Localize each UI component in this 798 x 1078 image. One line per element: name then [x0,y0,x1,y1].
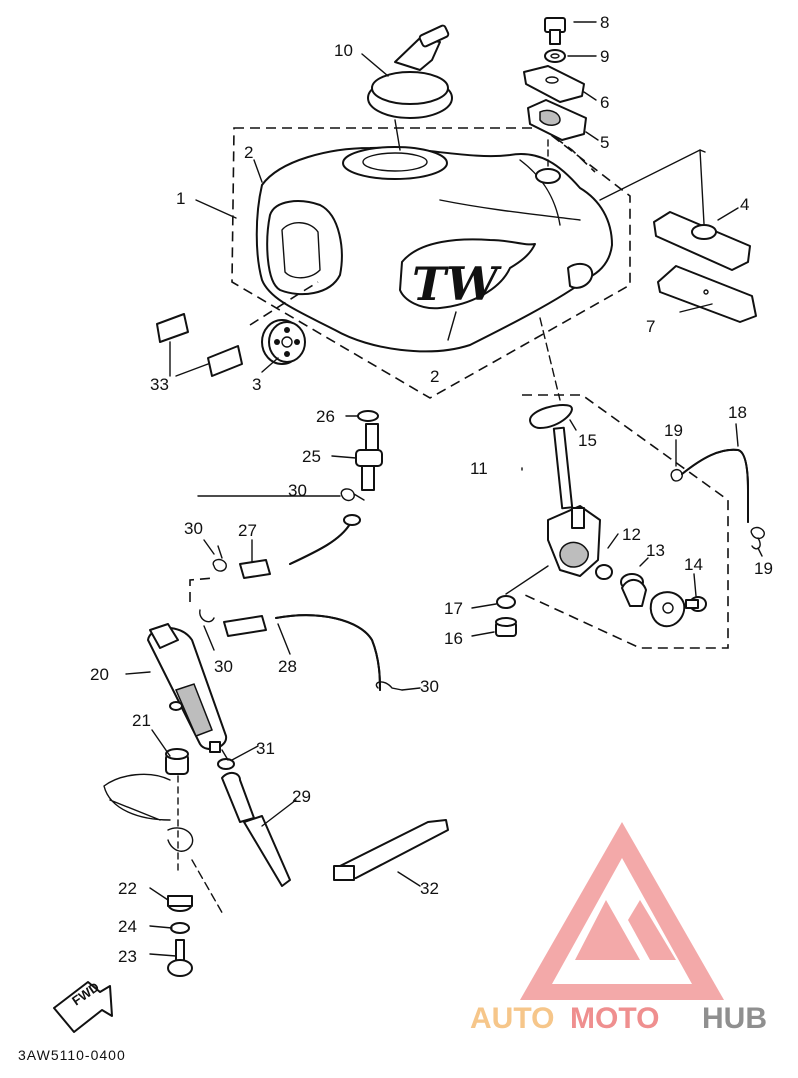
bolt-8 [544,17,566,45]
collar [535,139,561,184]
watermark-hub: HUB [702,1002,767,1035]
plate-7 [657,265,757,323]
fuel-cap [367,24,453,151]
washer-24 [170,922,190,934]
washer-17 [496,595,516,609]
label-11: 11 [470,459,488,478]
label-2-bottom: 2 [430,367,439,386]
damper-4 [653,149,751,271]
pad-33 [156,313,243,377]
fuel-pump [147,623,228,753]
label-15: 15 [578,431,597,450]
hose-29 [221,772,291,887]
label-10: 10 [334,41,353,60]
label-30-a: 30 [288,481,307,500]
label-18: 18 [728,403,747,422]
label-1: 1 [176,189,185,208]
watermark-moto: MOTO [570,1002,659,1035]
label-19-bottom: 19 [754,559,773,578]
label-33: 33 [150,375,169,394]
label-9: 9 [600,47,609,66]
label-30-c: 30 [214,657,233,676]
label-27: 27 [238,521,257,540]
label-20: 20 [90,665,109,684]
washer-9 [544,49,566,63]
clip-30 [199,488,403,691]
watermark-logo: AUTO MOTO HUB [470,822,767,1035]
label-21: 21 [132,711,151,730]
hose-27 [239,514,361,579]
label-28: 28 [278,657,297,676]
leader-lines [125,21,763,957]
o-ring-26 [357,410,379,422]
label-13: 13 [646,541,665,560]
label-17: 17 [444,599,463,618]
clip-31 [217,749,235,770]
label-30-b: 30 [184,519,203,538]
label-31: 31 [256,739,275,758]
hose-28 [223,614,381,691]
label-4: 4 [740,195,749,214]
damper-21 [165,748,189,775]
label-19-top: 19 [664,421,683,440]
label-25: 25 [302,447,321,466]
cup-16 [495,617,517,637]
fwd-arrow: FWD [53,979,113,1033]
label-30-d: 30 [420,677,439,696]
damper-3 [261,319,306,365]
fuel-cock [547,426,601,577]
cock-lever [621,579,686,628]
label-2-top: 2 [244,143,253,162]
collar-22 [167,895,193,912]
watermark-auto: AUTO [470,1002,554,1035]
band-32 [333,819,449,881]
label-3: 3 [252,375,261,394]
label-16: 16 [444,629,463,648]
hose-18 [681,448,749,523]
label-14: 14 [684,555,703,574]
label-24: 24 [118,917,137,936]
o-ring-12 [595,564,613,580]
tank-emblem: TW [399,238,536,311]
diagram-code: 3AW5110-0400 [18,1047,126,1063]
gasket-15 [529,404,573,429]
label-22: 22 [118,879,137,898]
label-7: 7 [646,317,655,336]
label-32: 32 [420,879,439,898]
label-29: 29 [292,787,311,806]
label-12: 12 [622,525,641,544]
label-5: 5 [600,133,609,152]
bolt-23 [167,939,193,977]
tank-logo-text: TW [412,257,502,311]
damper-5 [527,99,587,141]
clip-19 [670,468,765,550]
screw-14 [685,596,707,612]
part-labels: 1 2 2 3 4 5 6 7 8 9 10 11 12 13 14 15 16… [90,13,773,966]
label-6: 6 [600,93,609,112]
fitting-25 [355,423,383,491]
label-26: 26 [316,407,335,426]
label-8: 8 [600,13,609,32]
bracket-6 [523,65,585,103]
label-23: 23 [118,947,137,966]
